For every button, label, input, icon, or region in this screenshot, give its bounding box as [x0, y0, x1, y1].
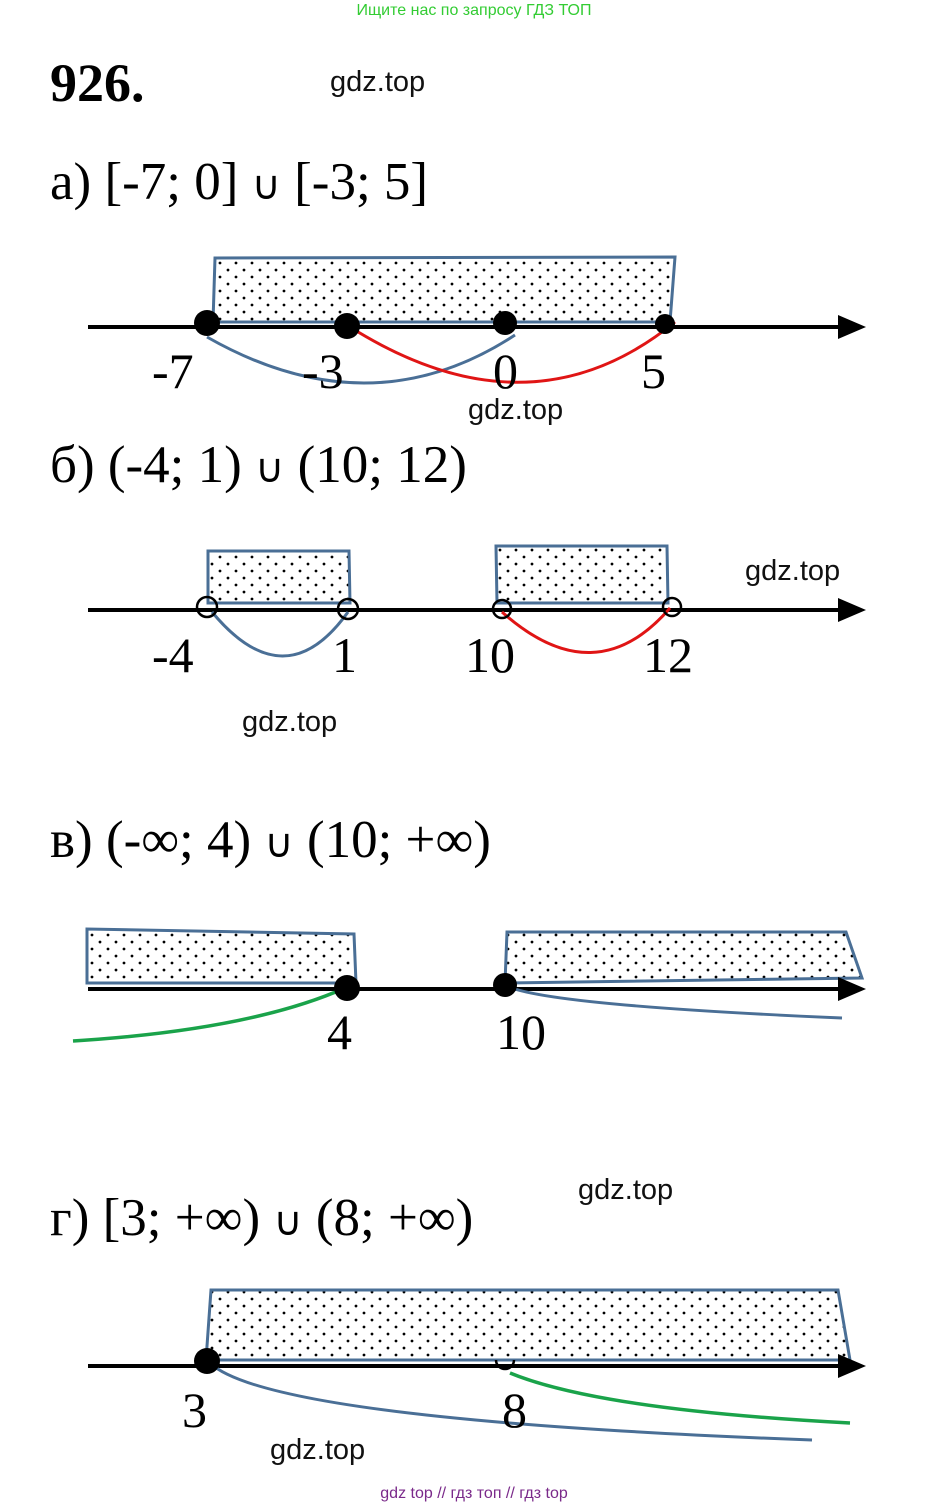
watermark: gdz.top — [242, 706, 338, 738]
point-filled — [334, 975, 360, 1001]
right-set: (10; 12) — [297, 436, 467, 494]
left-set: [-7; 0] — [104, 153, 239, 211]
point-filled — [493, 311, 517, 335]
point-open — [336, 597, 360, 621]
watermark: gdz.top — [745, 555, 841, 587]
tick-label: 3 — [182, 1382, 207, 1438]
arc-green — [72, 986, 346, 1043]
footer: gdz top // гдз топ // гдз top — [380, 1485, 568, 1502]
tick-label: 5 — [641, 343, 666, 399]
number-line-d — [88, 1288, 866, 1442]
top-banner: Ищите нас по запросу ГДЗ ТОП — [356, 2, 592, 19]
left-set: (-4; 1) — [107, 436, 242, 494]
watermark: gdz.top — [468, 394, 564, 426]
point-filled — [194, 1348, 220, 1374]
task-letter: б) — [50, 436, 95, 494]
point-filled — [194, 310, 220, 336]
arc-blue — [504, 983, 843, 1020]
arc-red — [349, 320, 676, 384]
axis-arrow — [838, 598, 866, 622]
right-set: (8; +∞) — [315, 1189, 474, 1247]
shaded-region — [503, 930, 865, 985]
arc-blue — [210, 611, 350, 658]
right-set: (10; +∞) — [306, 811, 491, 869]
tick-label: 0 — [493, 343, 518, 399]
watermark: gdz.top — [270, 1434, 366, 1466]
arc-blue — [208, 1361, 813, 1442]
number-line-a — [88, 255, 866, 385]
point-filled — [493, 973, 517, 997]
tick-label: 4 — [327, 1004, 352, 1060]
watermark: gdz.top — [578, 1174, 674, 1206]
union-symbol: ∪ — [264, 821, 294, 867]
watermark: gdz.top — [330, 66, 426, 98]
tick-label: -3 — [302, 343, 344, 399]
point-filled — [334, 313, 360, 339]
task-c-statement: в) (-∞; 4) ∪ (10; +∞) — [50, 810, 491, 870]
shaded-region — [85, 927, 358, 985]
task-letter: в) — [50, 811, 93, 869]
left-set: [3; +∞) — [102, 1189, 261, 1247]
axis-arrow — [838, 1354, 866, 1378]
task-letter: г) — [50, 1189, 90, 1247]
shaded-region — [204, 1288, 852, 1362]
left-set: (-∞; 4) — [105, 811, 252, 869]
task-letter: а) — [50, 153, 92, 211]
tick-label: 10 — [465, 627, 515, 683]
shaded-region — [211, 255, 677, 324]
shaded-region — [494, 544, 670, 605]
right-set: [-3; 5] — [294, 153, 429, 211]
union-symbol: ∪ — [273, 1199, 303, 1245]
point-open — [491, 598, 513, 620]
point-filled — [655, 314, 675, 334]
axis-arrow — [838, 315, 866, 339]
point-open — [195, 595, 219, 619]
union-symbol: ∪ — [251, 163, 281, 209]
number-line-b — [88, 544, 866, 658]
tick-label: -7 — [152, 343, 194, 399]
tick-label: 8 — [502, 1382, 527, 1438]
tick-label: 1 — [332, 627, 357, 683]
problem-number: 926. — [50, 53, 145, 113]
tick-label: 12 — [643, 627, 693, 683]
tick-label: 10 — [496, 1004, 546, 1060]
point-open — [494, 1359, 516, 1371]
arc-blue — [206, 333, 516, 385]
task-d-statement: г) [3; +∞) ∪ (8; +∞) — [50, 1188, 473, 1248]
task-b-statement: б) (-4; 1) ∪ (10; 12) — [50, 435, 467, 495]
arc-red — [501, 607, 672, 654]
number-line-c — [72, 927, 866, 1043]
tick-label: -4 — [152, 627, 194, 683]
task-a-statement: а) [-7; 0] ∪ [-3; 5] — [50, 152, 428, 212]
union-symbol: ∪ — [255, 446, 285, 492]
point-open — [661, 596, 683, 618]
arc-green — [509, 1371, 851, 1425]
axis-arrow — [838, 977, 866, 1001]
shaded-region — [206, 549, 352, 605]
